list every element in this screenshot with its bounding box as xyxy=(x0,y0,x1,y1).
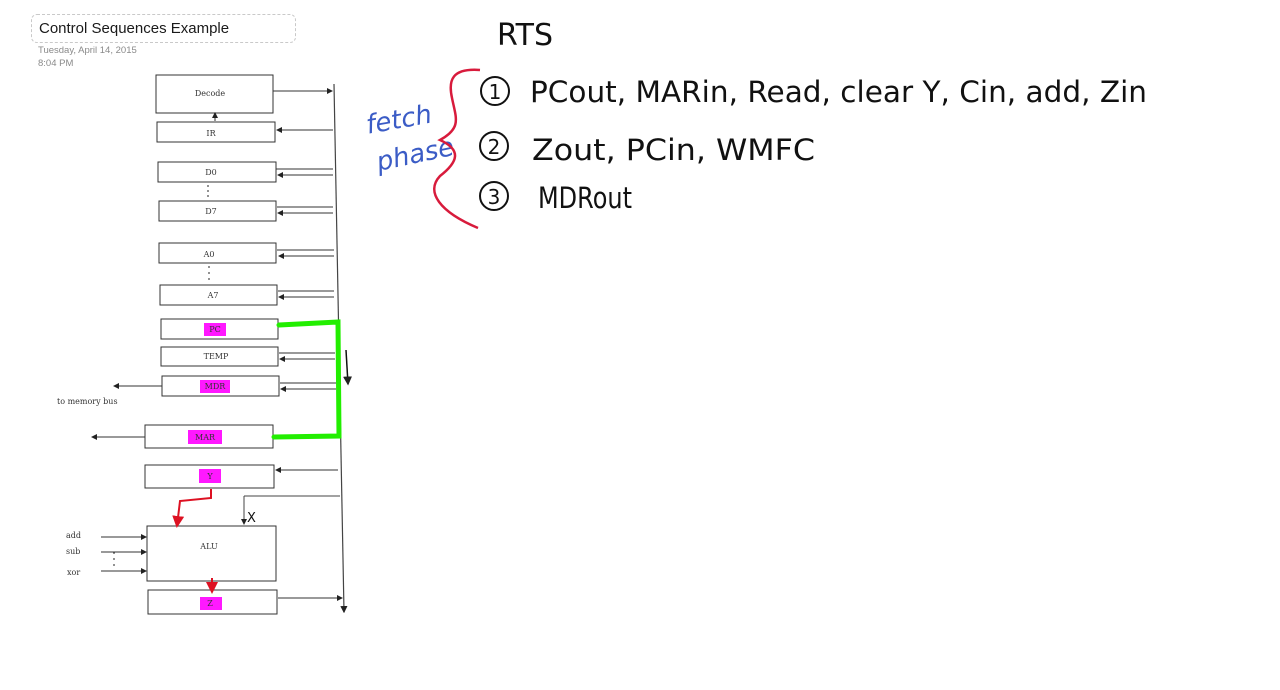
alu-input-add: add xyxy=(66,531,81,540)
step-3-text: MDRout xyxy=(538,181,632,215)
alu-input-xor: xor xyxy=(67,568,80,577)
fetch-brace xyxy=(433,68,481,230)
ir-label: IR xyxy=(206,129,216,138)
note-title-box[interactable]: Control Sequences Example xyxy=(31,14,296,43)
a0-register xyxy=(158,242,277,264)
step-1-circle xyxy=(480,76,510,106)
a0-label: A0 xyxy=(203,250,215,259)
z-label: Z xyxy=(207,599,213,608)
decode-register xyxy=(155,74,274,114)
d7-label: D7 xyxy=(205,207,217,216)
mar-highlight xyxy=(188,430,222,444)
alu-label: ALU xyxy=(199,542,218,551)
d0-register xyxy=(157,161,277,183)
phase-label-line1: fetch xyxy=(364,100,434,141)
x-label: X xyxy=(247,511,256,526)
d0-label: D0 xyxy=(205,168,217,177)
step-2-text: Zout, PCin, WMFC xyxy=(532,133,815,167)
bus-highlight-path xyxy=(271,319,342,440)
memory-bus-label: to memory bus xyxy=(57,397,118,406)
ir-register xyxy=(156,121,276,143)
mar-label: MAR xyxy=(195,433,216,442)
alu-block xyxy=(146,525,277,582)
step-3-circle xyxy=(479,181,509,211)
alu-flow-arrows xyxy=(172,489,218,594)
pc-highlight xyxy=(204,323,226,336)
datapath-diagram xyxy=(91,74,348,615)
step-1: 1 PCout, MARin, Read, clear Y, Cin, add,… xyxy=(480,75,1147,109)
step-2: 2 Zout, PCin, WMFC xyxy=(479,131,815,167)
note-date: Tuesday, April 14, 2015 xyxy=(38,45,137,56)
note-time: 8:04 PM xyxy=(38,58,74,69)
mdr-highlight xyxy=(200,380,230,393)
note-title[interactable]: Control Sequences Example xyxy=(39,20,230,37)
bus-direction-arrow xyxy=(343,349,353,386)
step-3: 3 MDRout xyxy=(479,181,632,215)
pc-label: PC xyxy=(209,325,221,334)
d7-register xyxy=(158,200,277,222)
a7-register xyxy=(159,284,278,306)
y-label: Y xyxy=(206,472,213,481)
mdr-label: MDR xyxy=(205,382,227,391)
temp-register xyxy=(160,346,279,367)
step-3-number: 3 xyxy=(488,185,501,209)
z-highlight xyxy=(200,597,222,610)
register-highlights xyxy=(188,323,230,610)
diagram-labels: Decode IR D0 D7 A0 A7 PC TEMP MDR MAR Y … xyxy=(57,89,256,608)
a7-label: A7 xyxy=(207,291,219,300)
step-1-number: 1 xyxy=(489,80,502,104)
alu-input-sub: sub xyxy=(66,547,80,556)
y-highlight xyxy=(199,469,221,483)
step-2-number: 2 xyxy=(488,135,501,159)
step-1-text: PCout, MARin, Read, clear Y, Cin, add, Z… xyxy=(530,75,1147,109)
rts-title: RTS xyxy=(497,18,553,53)
temp-label: TEMP xyxy=(204,352,229,361)
step-2-circle xyxy=(479,131,509,161)
decode-label: Decode xyxy=(195,89,226,98)
